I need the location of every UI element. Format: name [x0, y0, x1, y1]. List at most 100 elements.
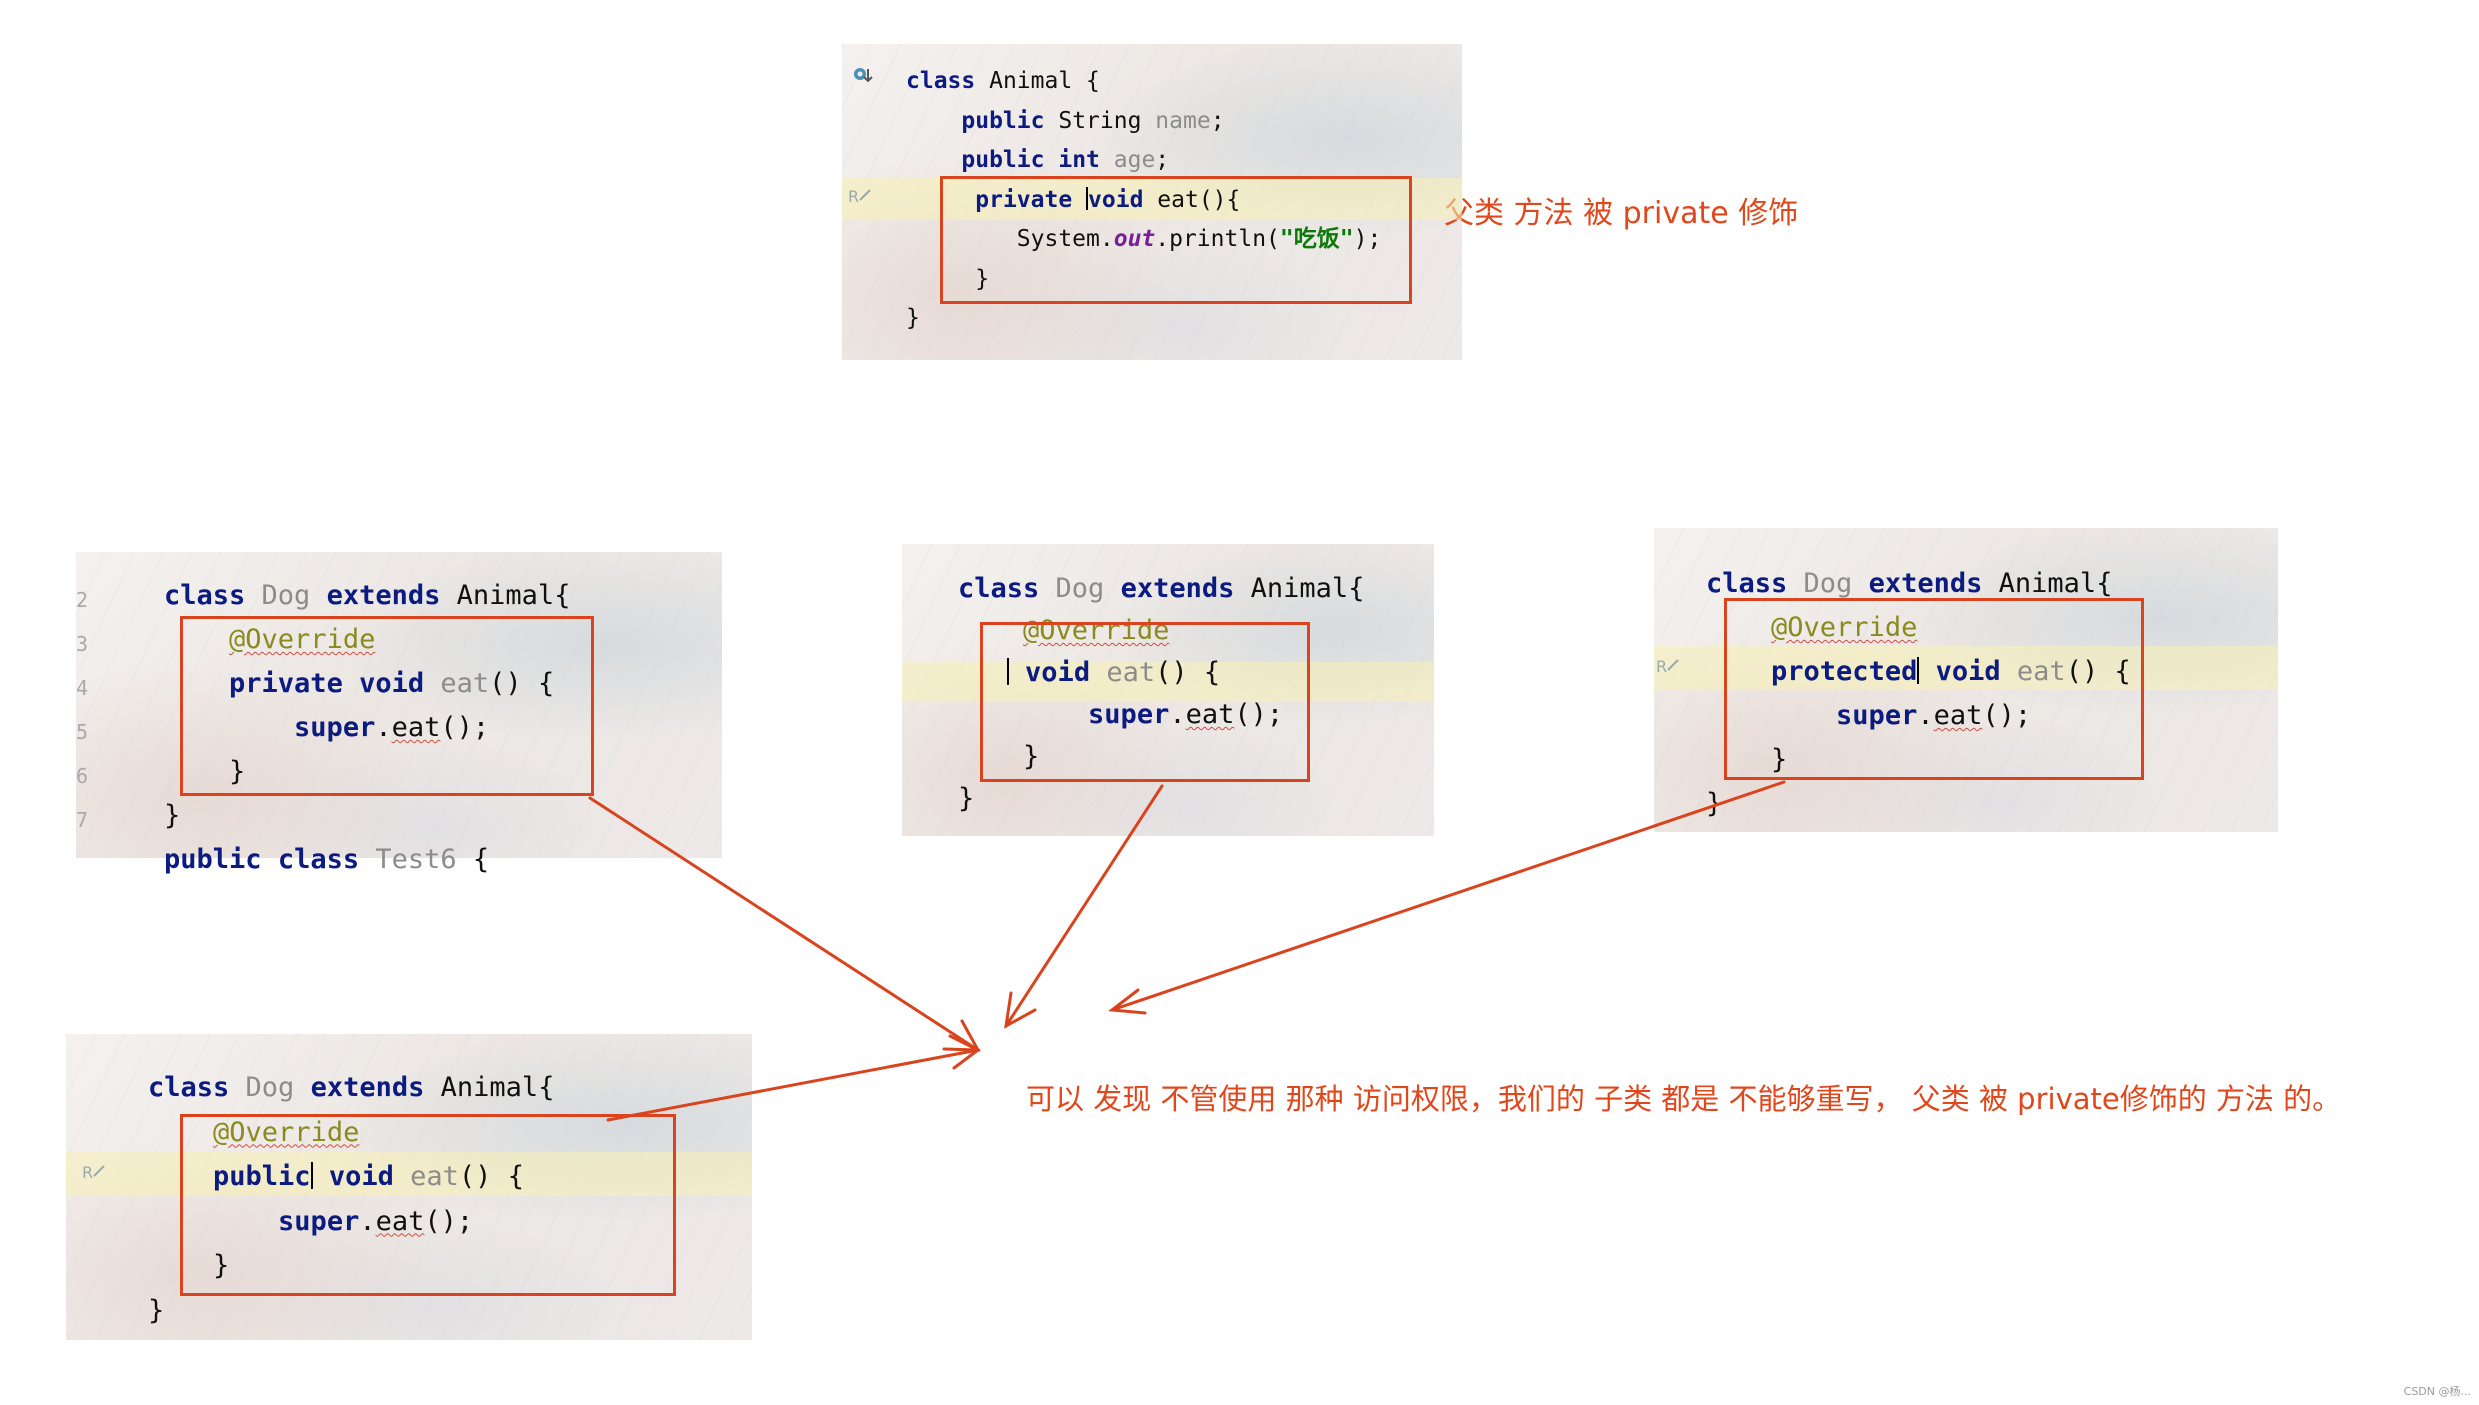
keyword-int: int: [1058, 147, 1100, 173]
call-end: ();: [1982, 700, 2032, 731]
string-literal: "吃饭": [1279, 226, 1354, 252]
watermark-credit: CSDN @杨...: [2403, 1385, 2471, 1398]
line-number: 6: [76, 764, 89, 788]
semicolon: ;: [1155, 147, 1170, 173]
line-number: 7: [76, 808, 89, 832]
method-signature-end: () {: [2065, 656, 2131, 687]
method-eat: eat(){: [1157, 186, 1241, 213]
protected-override-highlight-box: [1724, 598, 2144, 780]
text-cursor: [1086, 186, 1089, 210]
method-eat: eat: [1106, 657, 1156, 688]
override-annotation: @Override: [229, 624, 376, 655]
class-name: Animal {: [989, 68, 1100, 94]
out-field: out: [1113, 226, 1156, 252]
conclusion-label: 可以 发现 不管使用 那种 访问权限，我们的 子类 都是 不能够重写， 父类 被…: [1026, 1082, 2342, 1116]
current-line-highlight: [902, 662, 1434, 702]
current-line-highlight: [1654, 646, 2278, 690]
parent-class-name: Animal{: [1998, 568, 2113, 599]
keyword-void: void: [1088, 186, 1144, 213]
keyword-void: void: [1025, 657, 1091, 688]
keyword-void: void: [1935, 656, 2001, 687]
keyword-class: class: [906, 68, 976, 94]
method-signature-end: () {: [1155, 657, 1221, 688]
keyword-class: class: [164, 580, 246, 611]
arrow-protected-to-conclusion: [1108, 780, 1786, 1015]
semicolon: ;: [1210, 107, 1225, 134]
class-name-dog: Dog: [1803, 568, 1853, 599]
field-age: age: [1113, 147, 1156, 173]
arrow-private-to-conclusion: [588, 796, 981, 1052]
keyword-super: super: [1836, 700, 1918, 731]
class-close-brace: }: [1706, 788, 1723, 819]
default-override-code-panel: class Dog extends Animal{ @Override void…: [902, 544, 1434, 836]
line-number: 3: [76, 632, 89, 656]
line-number: 4: [76, 676, 89, 700]
default-override-code: class Dog extends Animal{ @Override void…: [958, 573, 1365, 814]
arrow-public-to-conclusion: [606, 1034, 981, 1122]
super-eat-call: eat: [1185, 699, 1235, 730]
super-eat-call: eat: [391, 712, 441, 743]
parent-private-label: 父类 方法 被 private 修饰: [1444, 196, 1799, 231]
parent-class-name: Animal{: [1250, 573, 1365, 604]
public-override-code-panel: R class Dog extends Animal{ @Override pu…: [66, 1034, 752, 1340]
method-close-brace: }: [1771, 744, 1788, 775]
line-number-gutter: 2 3 4 5 6 7: [76, 578, 88, 842]
keyword-class: class: [277, 844, 360, 875]
keyword-private: private: [975, 186, 1073, 213]
method-eat: eat: [410, 1161, 459, 1192]
class-name-dog: Dog: [1055, 573, 1105, 604]
method-close-brace: }: [975, 265, 990, 292]
public-override-highlight-box: [180, 1114, 676, 1296]
keyword-public: public: [164, 844, 262, 875]
text-cursor: [310, 1162, 313, 1190]
parent-class-code-panel: R class Animal { public String name; pub…: [842, 44, 1462, 360]
system-ref: System.: [1016, 226, 1114, 252]
println-call: .println(: [1155, 226, 1280, 252]
keyword-void: void: [328, 1161, 394, 1192]
type-string: String: [1058, 107, 1142, 134]
keyword-class: class: [148, 1072, 230, 1103]
private-override-code: class Dog extends Animal{ @Override priv…: [164, 580, 571, 875]
call-end: ();: [440, 712, 490, 743]
class-name-dog: Dog: [261, 580, 311, 611]
override-annotation: @Override: [213, 1116, 360, 1148]
keyword-super: super: [278, 1205, 360, 1237]
parent-class-name: Animal{: [440, 1072, 555, 1103]
line-number: 2: [76, 588, 89, 612]
class-name-test6: Test6: [375, 844, 457, 875]
class-close-brace: }: [164, 800, 181, 831]
class-close-brace: }: [148, 1294, 165, 1326]
call-end: ();: [1234, 699, 1284, 730]
arrow-default-to-conclusion: [1004, 784, 1164, 1029]
override-annotation: @Override: [1771, 612, 1918, 643]
keyword-super: super: [1088, 699, 1170, 730]
private-override-highlight-box: [180, 616, 594, 796]
private-override-code-panel: 2 3 4 5 6 7 class Dog extends Animal{ @O…: [76, 552, 722, 875]
text-cursor: [1006, 658, 1009, 686]
class-name-dog: Dog: [245, 1072, 295, 1103]
svg-text:R: R: [848, 187, 859, 206]
keyword-extends: extends: [1868, 568, 1983, 599]
keyword-class: class: [1706, 568, 1788, 599]
public-override-code: class Dog extends Animal{ @Override publ…: [148, 1072, 555, 1326]
svg-text:R: R: [82, 1163, 93, 1182]
keyword-protected: protected: [1771, 656, 1918, 687]
keyword-super: super: [294, 712, 376, 743]
parent-class-code: class Animal { public String name; publi…: [906, 62, 1381, 339]
method-signature-end: () {: [489, 668, 555, 699]
method-close-brace: }: [1023, 741, 1040, 772]
default-override-highlight-box: [980, 622, 1310, 782]
keyword-class: class: [958, 573, 1040, 604]
keyword-extends: extends: [310, 1072, 425, 1103]
method-eat: eat: [2016, 656, 2066, 687]
override-annotation: @Override: [1023, 615, 1170, 646]
run-gutter-icon: [852, 66, 873, 83]
parent-class-name: Animal{: [456, 580, 571, 611]
method-eat: eat: [440, 668, 490, 699]
override-gutter-icon: R: [848, 186, 871, 206]
override-gutter-icon: R: [82, 1162, 105, 1182]
keyword-public: public: [961, 147, 1045, 173]
keyword-void: void: [359, 668, 425, 699]
method-close-brace: }: [213, 1250, 230, 1281]
